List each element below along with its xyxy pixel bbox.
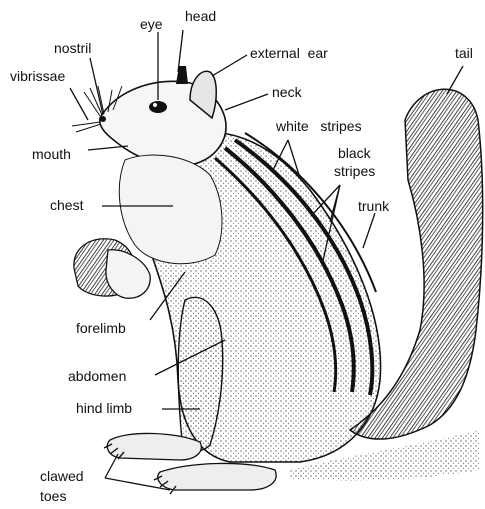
nose-shape: [100, 116, 106, 122]
label-trunk: trunk: [358, 198, 389, 214]
label-head: head: [185, 8, 216, 24]
label-abdomen: abdomen: [68, 368, 126, 384]
label-chest: chest: [50, 197, 83, 213]
forelimb-shape: [106, 250, 150, 298]
label-tail: tail: [455, 45, 473, 61]
label-white-stripes: white stripes: [276, 118, 362, 134]
chest-shape: [119, 155, 222, 264]
label-black-stripes-line1: black: [338, 145, 371, 161]
label-neck: neck: [272, 84, 302, 100]
label-mouth: mouth: [32, 146, 71, 162]
label-hind-limb: hind limb: [76, 400, 132, 416]
label-nostril: nostril: [54, 40, 91, 56]
label-eye: eye: [140, 16, 163, 32]
label-external-ear: external ear: [250, 45, 328, 61]
eye-shape: [149, 101, 167, 113]
eye-highlight: [153, 103, 157, 107]
label-clawed-toes-line2: toes: [40, 488, 66, 504]
label-vibrissae: vibrissae: [10, 68, 65, 84]
label-clawed-toes-line1: clawed: [40, 468, 84, 484]
label-black-stripes-line2: stripes: [334, 163, 375, 179]
label-forelimb: forelimb: [76, 320, 126, 336]
